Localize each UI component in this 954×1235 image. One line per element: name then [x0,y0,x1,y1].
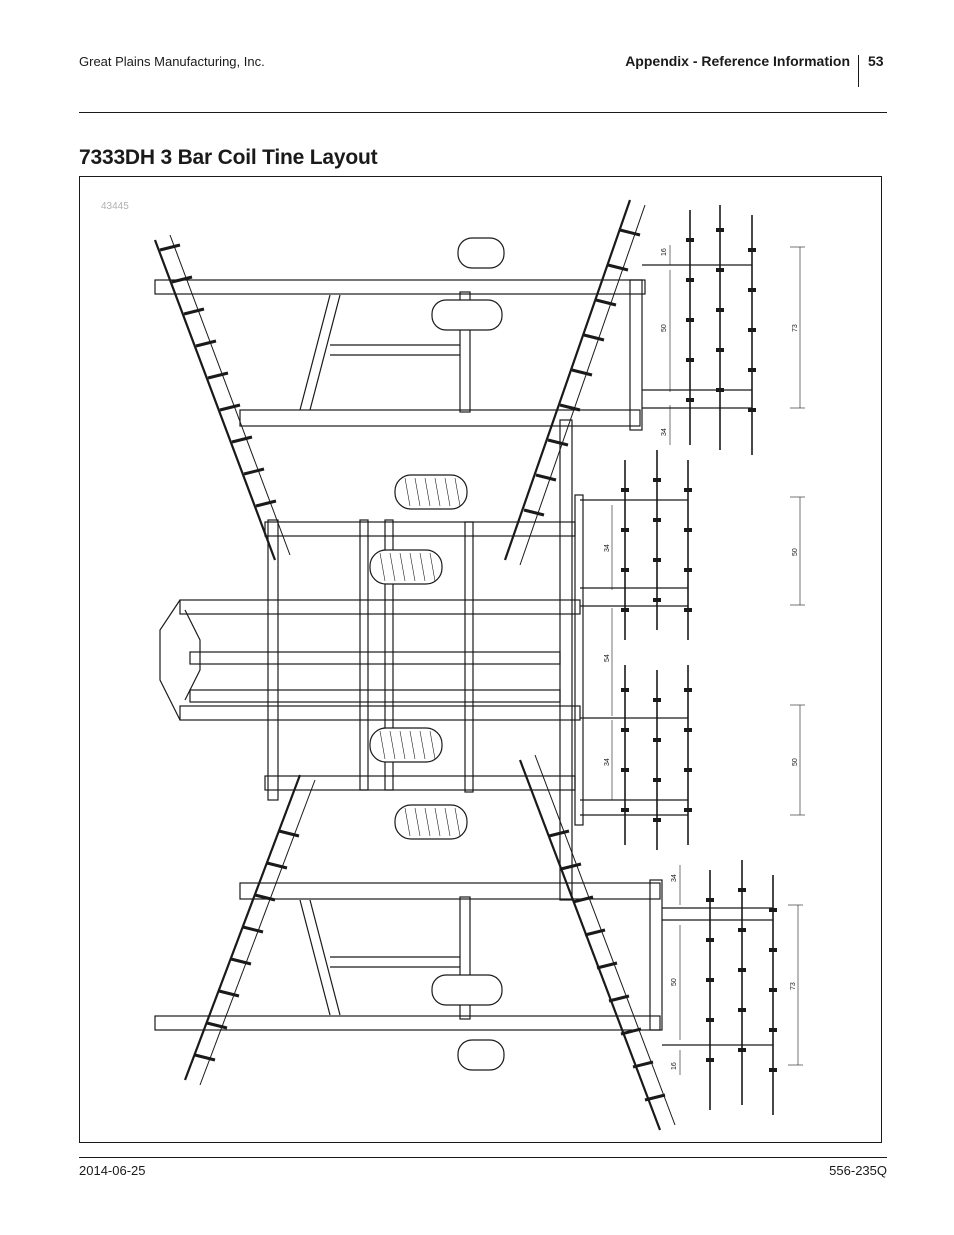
page-title: 7333DH 3 Bar Coil Tine Layout [79,146,378,169]
dim-label: 50 [792,758,799,766]
dim-label: 34 [671,874,678,882]
header-separator [858,55,859,87]
tire-treads [379,477,461,837]
wheels [369,237,505,1071]
dim-label: 34 [604,758,611,766]
footer-rule [79,1157,887,1158]
dim-label: 73 [790,982,797,990]
coil-tine-bars [624,205,774,1115]
frame-structure [153,199,676,1131]
page-number: 53 [868,53,884,69]
header-rule [79,112,887,113]
dim-label: 50 [661,324,668,332]
figure-number: 43445 [101,201,129,212]
dim-label: 54 [604,654,611,662]
footer-doc-number: 556-235Q [829,1163,887,1178]
dim-label: 73 [792,324,799,332]
dim-label: 16 [671,1062,678,1070]
dim-label: 34 [604,544,611,552]
dimension-labels: 16 50 73 34 50 34 54 34 50 34 50 73 16 [604,248,799,1070]
dim-label: 34 [661,428,668,436]
dimension-lines [611,245,805,1075]
tine-layout-drawing: 16 50 73 34 50 34 54 34 50 34 50 73 16 [153,199,805,1131]
dim-label: 50 [792,548,799,556]
header-section: Appendix - Reference Information [625,53,850,69]
footer-date: 2014-06-25 [79,1163,146,1178]
coil-tine-clamps [621,228,777,1072]
harrow-arms [580,264,773,1046]
dim-label: 16 [661,248,668,256]
figure-frame [79,176,882,1143]
header-company: Great Plains Manufacturing, Inc. [79,54,265,69]
dim-label: 50 [671,978,678,986]
coulter-blades [159,228,666,1102]
